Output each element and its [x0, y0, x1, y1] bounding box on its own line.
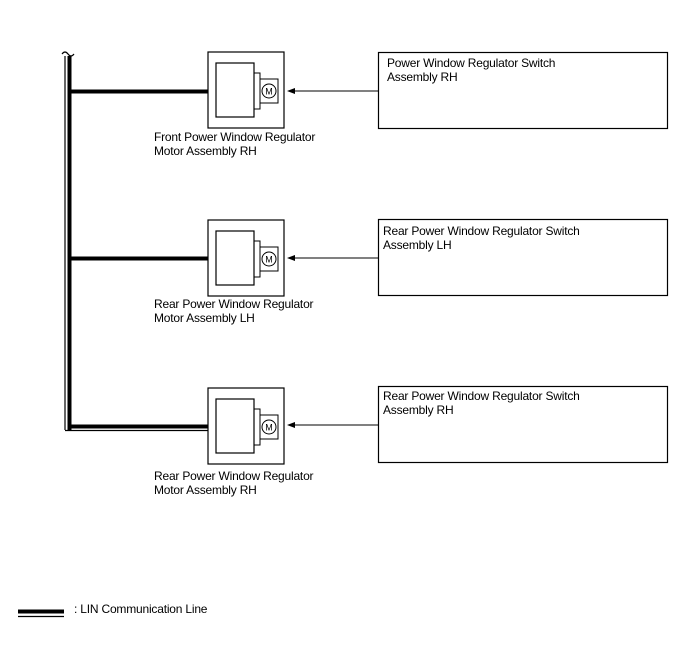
- motor-symbol: M: [265, 87, 273, 97]
- switch-label-line1: Rear Power Window Regulator Switch: [383, 224, 580, 238]
- motor-label-line2: Motor Assembly LH: [154, 311, 255, 325]
- motor-icon: [261, 83, 277, 99]
- motor-label-line2: Motor Assembly RH: [154, 483, 257, 497]
- switch-label-line1: Rear Power Window Regulator Switch: [383, 389, 580, 403]
- motor-label-line2: Motor Assembly RH: [154, 144, 257, 158]
- motor-icon: [261, 251, 277, 267]
- signal-arrow-rear-lh: [287, 255, 378, 261]
- motor-label-rear-lh: Rear Power Window Regulator Motor Assemb…: [154, 297, 314, 325]
- motor-assembly-rear-lh: M: [207, 219, 285, 297]
- motor-label-front-rh: Front Power Window Regulator Motor Assem…: [154, 130, 315, 158]
- switch-box-rear-lh: [377, 218, 669, 297]
- motor-label-line1: Rear Power Window Regulator: [154, 469, 314, 483]
- lin-bus-trunk: [61, 51, 208, 432]
- legend-text: : LIN Communication Line: [74, 602, 208, 616]
- switch-box-rear-rh: [377, 385, 669, 464]
- switch-box-front-rh: [377, 51, 669, 130]
- motor-label-line1: Front Power Window Regulator: [154, 130, 316, 144]
- switch-label-line2: Assembly RH: [383, 403, 454, 417]
- signal-arrow-rear-rh: [287, 422, 378, 428]
- switch-label-front-rh: Power Window Regulator Switch Assembly R…: [387, 56, 555, 84]
- switch-label-rear-rh: Rear Power Window Regulator Switch Assem…: [383, 389, 580, 417]
- switch-label-rear-lh: Rear Power Window Regulator Switch Assem…: [383, 224, 580, 252]
- motor-icon: [261, 419, 277, 435]
- motor-label-line1: Rear Power Window Regulator: [154, 297, 314, 311]
- switch-label-line1: Power Window Regulator Switch: [387, 56, 556, 70]
- motor-symbol: M: [265, 423, 273, 433]
- motor-assembly-rear-rh: M: [207, 387, 285, 465]
- lin-line-icon: [18, 609, 64, 618]
- switch-label-line2: Assembly LH: [383, 238, 452, 252]
- motor-assembly-front-rh: M: [207, 51, 285, 129]
- signal-arrow-front-rh: [287, 88, 378, 94]
- motor-label-rear-rh: Rear Power Window Regulator Motor Assemb…: [154, 469, 314, 497]
- motor-symbol: M: [265, 255, 273, 265]
- switch-label-line2: Assembly RH: [387, 70, 458, 84]
